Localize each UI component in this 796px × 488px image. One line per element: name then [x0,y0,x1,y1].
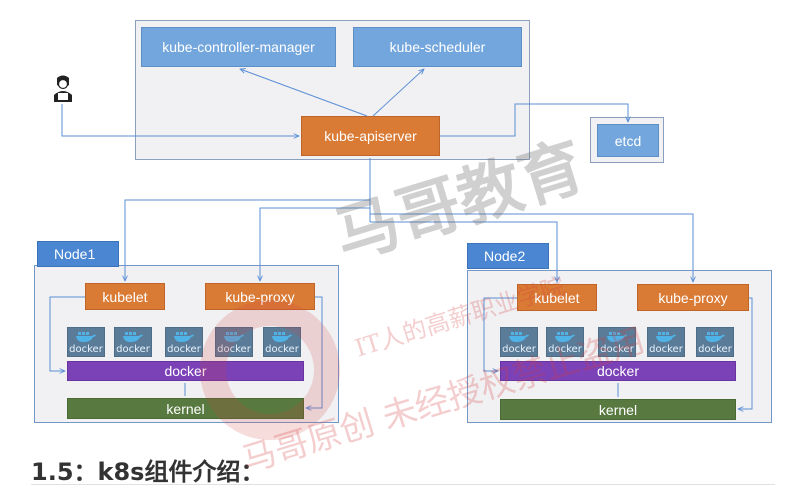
node1-kubelet-label: kubelet [102,288,148,305]
node2-label: Node2 [484,248,526,264]
node2-docker-bar: docker [500,361,736,381]
node1-kube-proxy-box: kube-proxy [205,283,315,310]
node1-kernel-label: kernel [166,400,205,417]
docker-whale-icon [509,332,529,342]
node1-kernel-bar: kernel [67,398,304,419]
node2-container-5-label: docker [698,344,732,355]
docker-whale-icon [555,332,575,342]
node2-tag: Node2 [467,243,549,269]
edge-trunk-to-node1-kube-proxy [260,207,370,281]
docker-whale-icon [607,332,627,342]
kube-apiserver-label: kube-apiserver [324,128,417,144]
etcd-label: etcd [614,132,642,149]
node2-container-2: docker [546,327,584,357]
node2-container-4: docker [647,327,685,357]
docker-whale-icon [76,332,96,342]
user-icon [51,74,75,104]
node1-container-1-label: docker [69,344,103,355]
node2-kubelet-box: kubelet [517,284,597,311]
docker-whale-icon [656,332,676,342]
node1-container-4-label: docker [217,344,251,355]
node1-kube-proxy-label: kube-proxy [225,288,295,305]
node2-kube-proxy-box: kube-proxy [637,284,749,311]
edge-node2-kube-proxy-to-kernel [738,297,753,409]
edge-node2-kubelet-to-docker [483,297,517,371]
node1-container-3-label: docker [167,344,201,355]
node2-container-1: docker [500,327,538,357]
node2-container-3-label: docker [600,344,634,355]
node2-container-1-label: docker [502,344,536,355]
node1-container-1: docker [67,327,105,357]
node1-kubelet-box: kubelet [85,283,165,310]
docker-whale-icon [272,332,292,342]
node2-container-2-label: docker [548,344,582,355]
docker-whale-icon [224,332,244,342]
kube-controller-manager-box: kube-controller-manager [141,27,336,67]
node1-label: Node1 [54,246,96,262]
heading-divider [31,484,775,485]
node1-tag: Node1 [37,241,119,267]
kube-controller-manager-label: kube-controller-manager [162,39,315,55]
node2-container-5: docker [696,327,734,357]
node1-container-4: docker [215,327,253,357]
node2-container-4-label: docker [649,344,683,355]
node2-kernel-bar: kernel [500,399,736,420]
node1-docker-bar: docker [67,361,304,381]
edge-apiserver-to-scheduler [372,69,424,117]
node2-kubelet-label: kubelet [534,289,580,306]
edge-node1-kubelet-to-docker [49,296,85,371]
edge-node1-kube-proxy-to-kernel [306,296,323,408]
edge-trunk-to-node2-kube-proxy [370,213,693,282]
edge-apiserver-to-etcd [440,103,628,137]
kube-scheduler-label: kube-scheduler [389,39,486,55]
node1-container-5-label: docker [265,344,299,355]
kube-scheduler-box: kube-scheduler [353,27,522,67]
node1-docker-label: docker [164,363,207,379]
node2-container-3: docker [598,327,636,357]
node2-kube-proxy-label: kube-proxy [658,289,728,306]
node1-container-2: docker [114,327,152,357]
etcd-box: etcd [597,124,659,157]
kube-apiserver-box: kube-apiserver [301,116,440,156]
node2-kernel-label: kernel [598,401,638,418]
edge-trunk-to-node2-kubelet [370,221,557,282]
docker-whale-icon [705,332,725,342]
node1-container-3: docker [165,327,203,357]
node1-container-2-label: docker [116,344,150,355]
edge-user-to-apiserver [61,104,299,136]
node1-container-5: docker [263,327,301,357]
docker-whale-icon [123,332,143,342]
docker-whale-icon [174,332,194,342]
section-heading: 1.5：k8s组件介绍： [31,458,265,486]
edge-apiserver-to-controller-manager [240,69,368,117]
node2-docker-label: docker [596,363,640,379]
edge-trunk-to-node1-kubelet [125,199,370,281]
